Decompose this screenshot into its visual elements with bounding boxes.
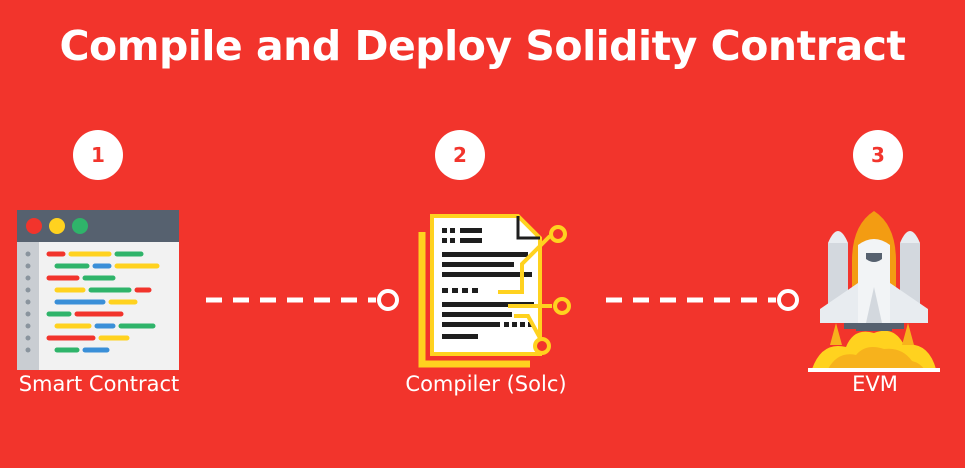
step-1-label: Smart Contract [18,372,180,396]
step-2-label: Compiler (Solc) [405,372,567,396]
connector-1-to-2 [206,289,399,311]
step-3-label: EVM [852,372,898,396]
space-shuttle-launch-icon [808,211,940,372]
step-3-number-badge: 3 [853,130,903,180]
step-1-number-badge: 1 [73,130,123,180]
step-2-number-badge: 2 [435,130,485,180]
connector-2-to-3 [606,289,799,311]
code-editor-window-icon [17,210,179,370]
page-title: Compile and Deploy Solidity Contract [59,22,906,70]
compiler-document-circuit-icon [418,214,571,368]
